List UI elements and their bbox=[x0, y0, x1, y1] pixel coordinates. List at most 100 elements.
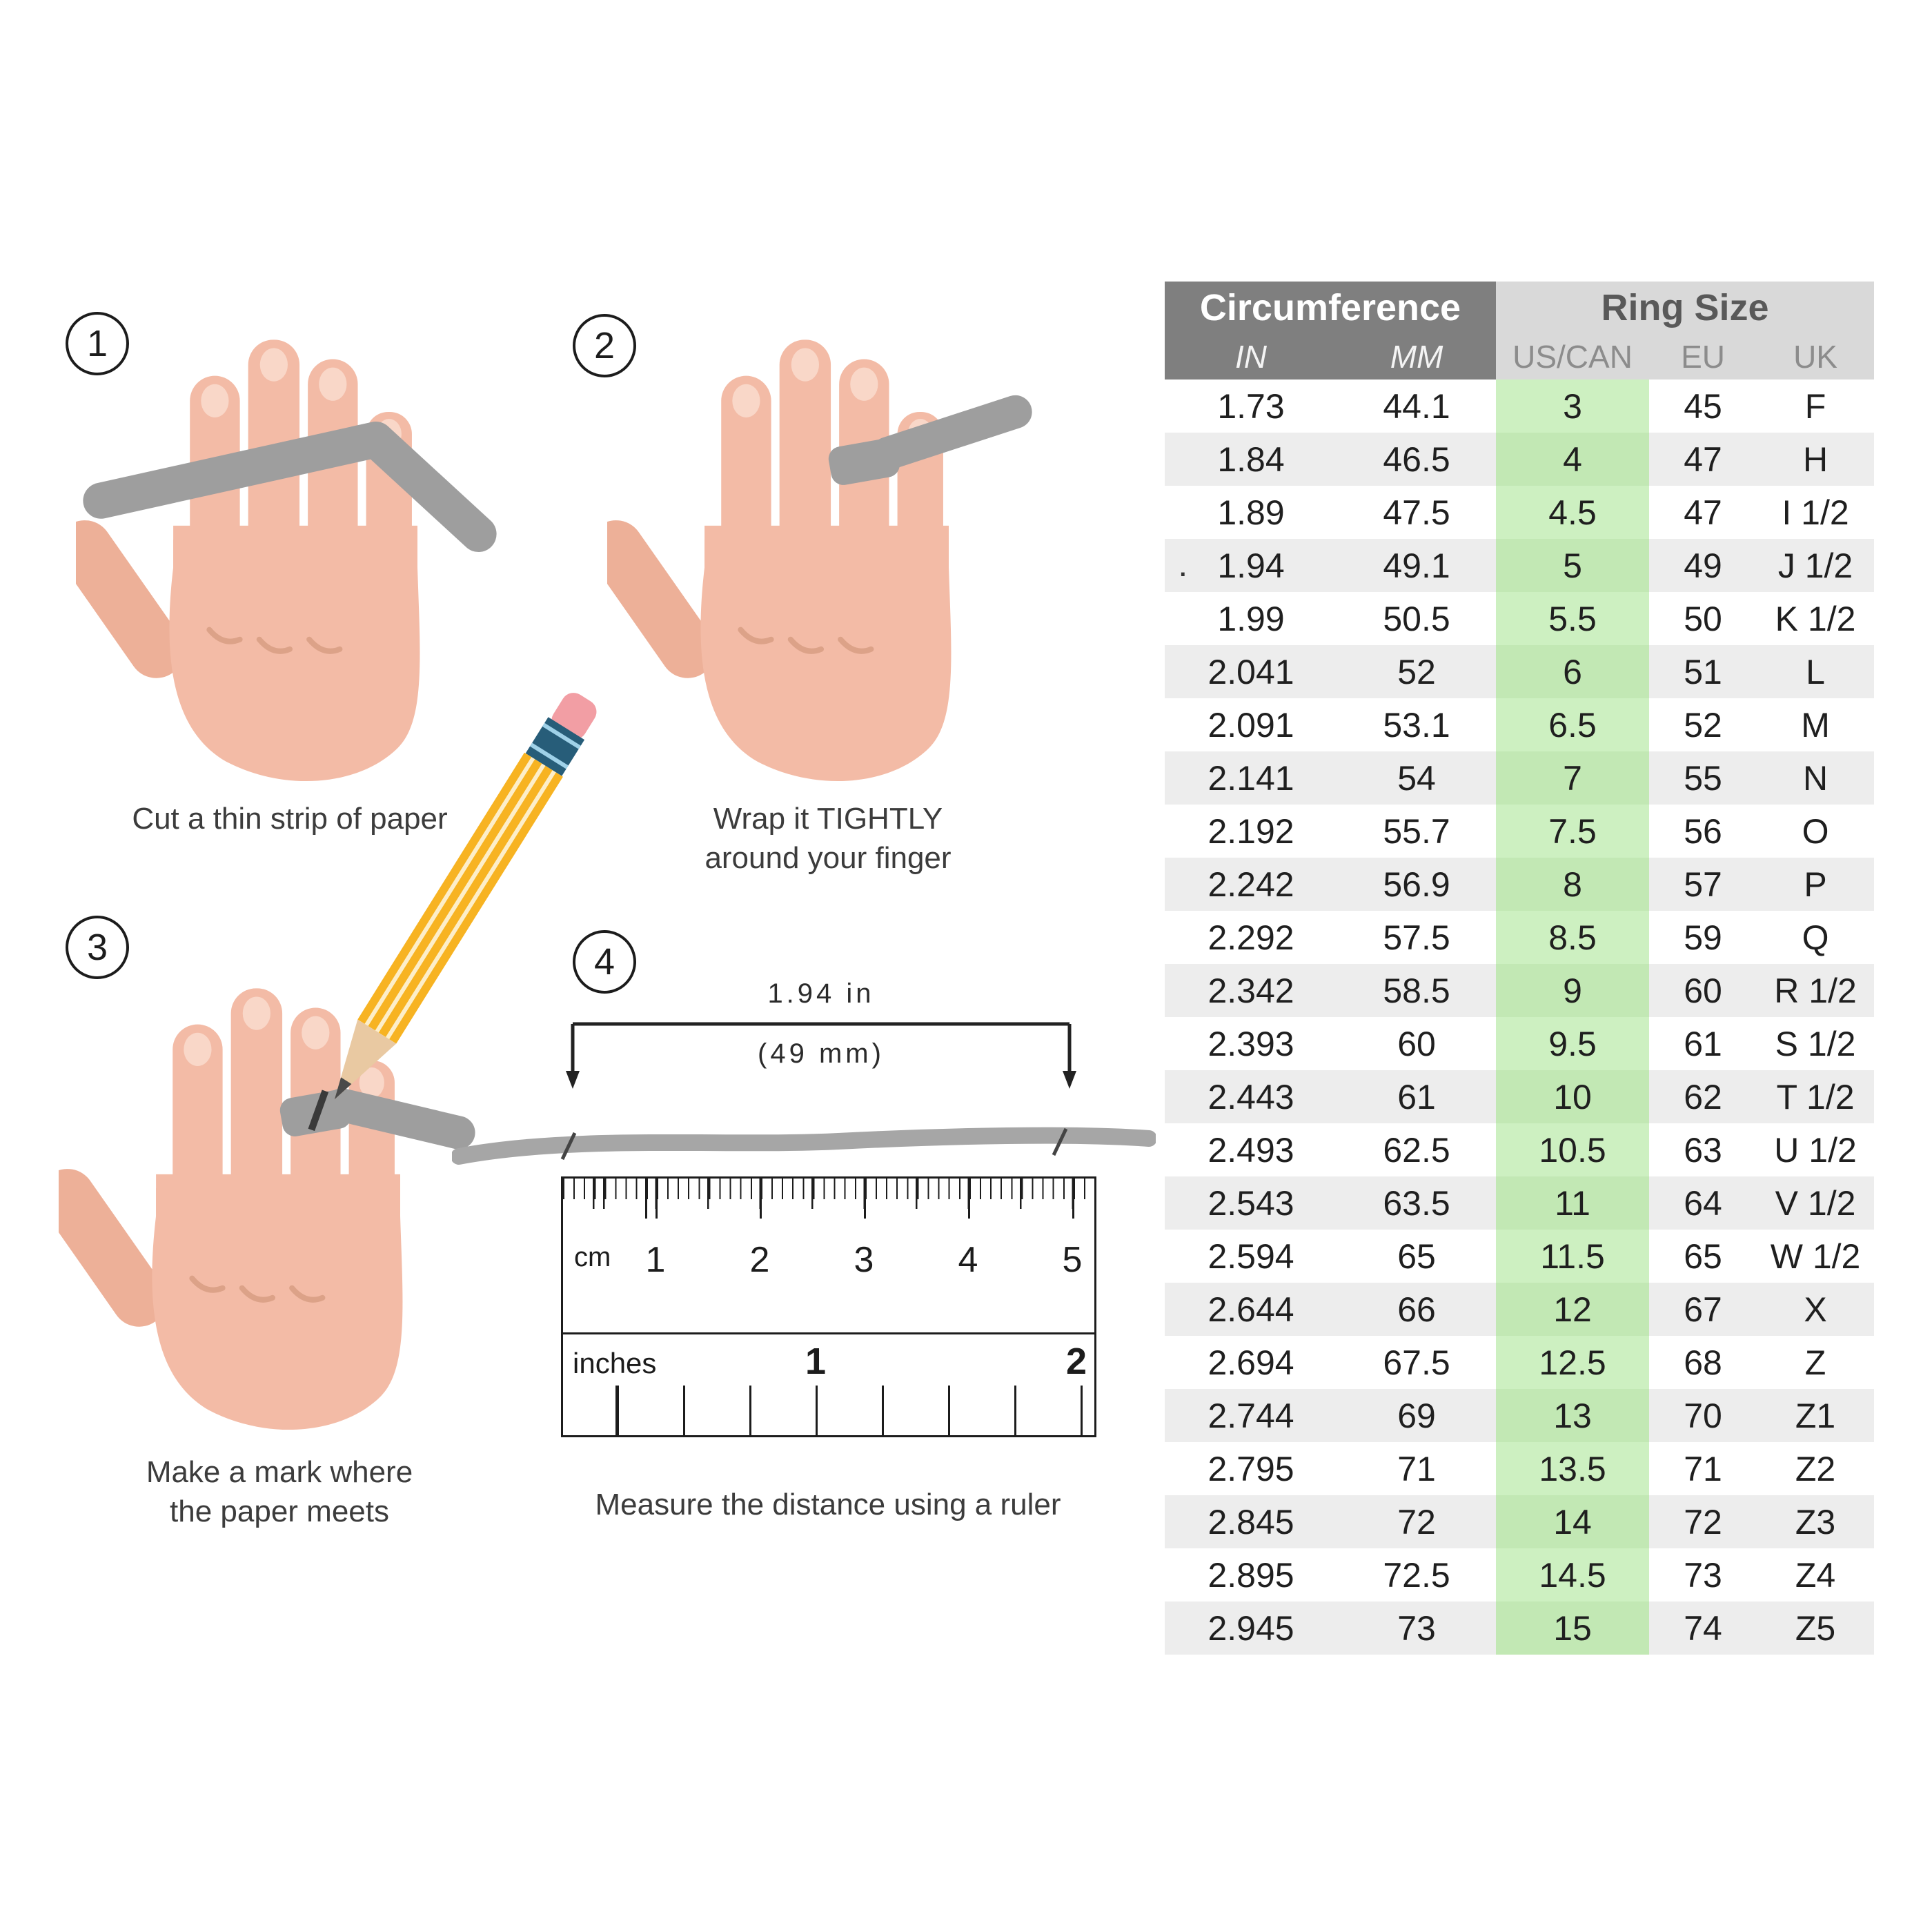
table-cell: 2.292 bbox=[1165, 911, 1337, 964]
pencil-wood bbox=[334, 1019, 397, 1100]
ruler-cm-ticks bbox=[563, 1179, 1094, 1219]
table-cell: 2.192 bbox=[1165, 805, 1337, 858]
table-cell: 2.393 bbox=[1165, 1017, 1337, 1070]
table-cell: 2.694 bbox=[1165, 1336, 1337, 1389]
table-cell: 51 bbox=[1649, 645, 1757, 698]
table-cell: 66 bbox=[1337, 1283, 1497, 1336]
table-cell: 69 bbox=[1337, 1389, 1497, 1442]
table-cell: 44.1 bbox=[1337, 379, 1497, 433]
table-cell: 46.5 bbox=[1337, 433, 1497, 486]
table-cell: 58.5 bbox=[1337, 964, 1497, 1017]
measured-paper-strip bbox=[452, 1127, 1156, 1165]
column-header-uk: UK bbox=[1757, 334, 1875, 379]
caption-line: Measure the distance using a ruler bbox=[595, 1488, 1061, 1521]
table-cell: 72 bbox=[1337, 1495, 1497, 1548]
table-cell: T 1/2 bbox=[1757, 1070, 1875, 1123]
hand-illustration-step-2 bbox=[607, 290, 1032, 803]
table-cell: 52 bbox=[1337, 645, 1497, 698]
table-cell: Z1 bbox=[1757, 1389, 1875, 1442]
table-cell: 6.5 bbox=[1496, 698, 1650, 751]
pencil-ferrule-stripe bbox=[530, 742, 569, 769]
table-cell: 4 bbox=[1496, 433, 1650, 486]
table-cell: 61 bbox=[1337, 1070, 1497, 1123]
step-3-number-badge: 3 bbox=[66, 916, 129, 979]
table-cell: 47 bbox=[1649, 486, 1757, 539]
table-cell: I 1/2 bbox=[1757, 486, 1875, 539]
column-header-uscan: US/CAN bbox=[1496, 334, 1650, 379]
step-4-number-badge: 4 bbox=[573, 930, 636, 994]
table-cell: 11.5 bbox=[1496, 1230, 1650, 1283]
table-cell: O bbox=[1757, 805, 1875, 858]
table-cell: L bbox=[1757, 645, 1875, 698]
table-cell: P bbox=[1757, 858, 1875, 911]
table-cell: 71 bbox=[1649, 1442, 1757, 1495]
cm-tick-label: 2 bbox=[749, 1240, 770, 1280]
table-cell: 2.543 bbox=[1165, 1176, 1337, 1230]
table-cell: 2.795 bbox=[1165, 1442, 1337, 1495]
table-cell: 64 bbox=[1649, 1176, 1757, 1230]
table-cell: Q bbox=[1757, 911, 1875, 964]
table-cell: J 1/2 bbox=[1757, 539, 1875, 592]
table-cell: Z4 bbox=[1757, 1548, 1875, 1601]
caption-line: the paper meets bbox=[170, 1495, 389, 1529]
table-cell: 7.5 bbox=[1496, 805, 1650, 858]
table-cell: H bbox=[1757, 433, 1875, 486]
table-cell: 72.5 bbox=[1337, 1548, 1497, 1601]
table-cell: 67.5 bbox=[1337, 1336, 1497, 1389]
table-cell: 63 bbox=[1649, 1123, 1757, 1176]
caption-line: Cut a thin strip of paper bbox=[132, 802, 448, 836]
table-cell: 45 bbox=[1649, 379, 1757, 433]
table-cell: 65 bbox=[1337, 1230, 1497, 1283]
pencil-stripe bbox=[386, 770, 556, 1040]
table-cell: 2.845 bbox=[1165, 1495, 1337, 1548]
table-cell: 1.99 bbox=[1165, 592, 1337, 645]
table-cell: 68 bbox=[1649, 1336, 1757, 1389]
table-cell: 62 bbox=[1649, 1070, 1757, 1123]
table-cell: 47.5 bbox=[1337, 486, 1497, 539]
paper-strip-tail bbox=[325, 1088, 475, 1150]
table-cell: 65 bbox=[1649, 1230, 1757, 1283]
table-cell: 13 bbox=[1496, 1389, 1650, 1442]
table-cell: 11 bbox=[1496, 1176, 1650, 1230]
table-cell: 71 bbox=[1337, 1442, 1497, 1495]
table-cell: Z5 bbox=[1757, 1601, 1875, 1655]
table-cell: V 1/2 bbox=[1757, 1176, 1875, 1230]
table-cell: 60 bbox=[1649, 964, 1757, 1017]
table-cell: 6 bbox=[1496, 645, 1650, 698]
inch-tick-label: 1 bbox=[805, 1341, 827, 1382]
column-header-mm: MM bbox=[1337, 334, 1497, 379]
ruler-inches-unit-label: inches bbox=[573, 1347, 657, 1379]
ruler-illustration: cm 1 2 3 4 5 inches 1 2 bbox=[561, 1176, 1096, 1437]
table-cell: 1.94 bbox=[1165, 539, 1337, 592]
caption-line: Make a mark where bbox=[146, 1455, 413, 1489]
table-cell: 2.141 bbox=[1165, 751, 1337, 805]
table-cell: 2.091 bbox=[1165, 698, 1337, 751]
table-cell: M bbox=[1757, 698, 1875, 751]
table-cell: K 1/2 bbox=[1757, 592, 1875, 645]
table-cell: 2.945 bbox=[1165, 1601, 1337, 1655]
table-cell: 14.5 bbox=[1496, 1548, 1650, 1601]
pencil-mark bbox=[308, 1090, 329, 1132]
table-cell: 55 bbox=[1649, 751, 1757, 805]
table-cell: 8 bbox=[1496, 858, 1650, 911]
table-cell: 1.73 bbox=[1165, 379, 1337, 433]
ring-size-header: Ring Size bbox=[1496, 282, 1875, 334]
table-cell: 73 bbox=[1649, 1548, 1757, 1601]
table-cell: 50.5 bbox=[1337, 592, 1497, 645]
table-cell: Z2 bbox=[1757, 1442, 1875, 1495]
step-3-caption: Make a mark where the paper meets bbox=[66, 1452, 493, 1531]
table-cell: X bbox=[1757, 1283, 1875, 1336]
hand-illustration-step-3 bbox=[59, 938, 475, 1452]
